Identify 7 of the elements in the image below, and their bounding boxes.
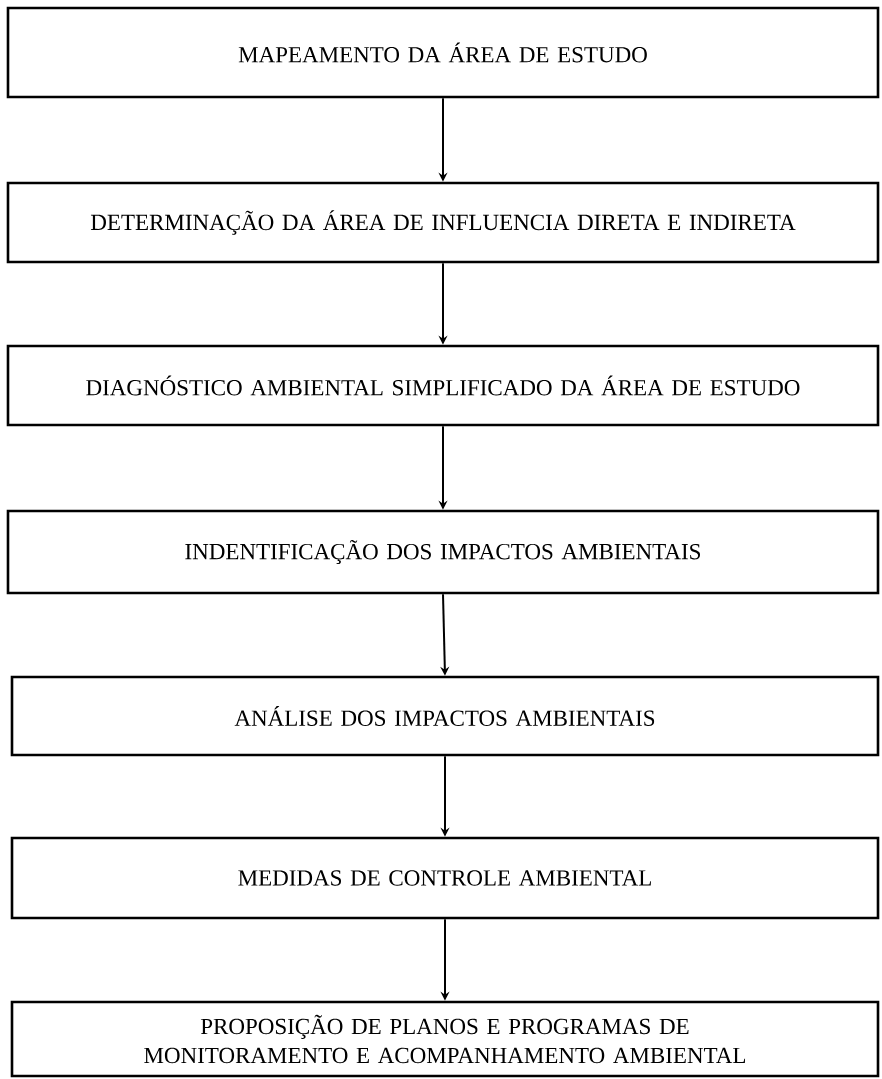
process-box: MEDIDAS DE CONTROLE AMBIENTAL [10, 836, 880, 920]
process-box: DIAGNÓSTICO AMBIENTAL SIMPLIFICADO DA ÁREA DE ESTUDO [6, 344, 880, 427]
process-box: ANÁLISE DOS IMPACTOS AMBIENTAIS [10, 675, 880, 757]
process-box: PROPOSIÇÃO DE PLANOS E PROGRAMAS DE MONITORAMENTO E ACOMPANHAMENTO AMBIENTAL [10, 1000, 880, 1078]
process-box: INDENTIFICAÇÃO DOS IMPACTOS AMBIENTAIS [6, 509, 880, 595]
process-box: DETERMINAÇÃO DA ÁREA DE INFLUENCIA DIRETA E INDIRETA [6, 181, 880, 264]
process-box: MAPEAMENTO DA ÁREA DE ESTUDO [6, 6, 880, 99]
